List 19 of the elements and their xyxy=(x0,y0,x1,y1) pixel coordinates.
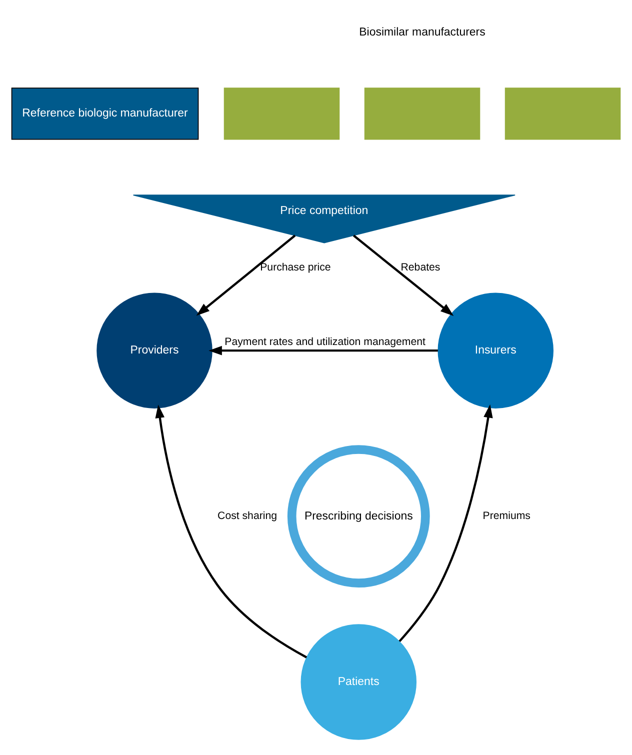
node-box xyxy=(364,87,480,140)
node-circle: Prescribing decisions xyxy=(287,444,430,587)
node-circle: Providers xyxy=(96,292,212,408)
label: Biosimilar manufacturers xyxy=(359,26,486,38)
edge-label: Premiums xyxy=(482,510,530,522)
node-box xyxy=(224,87,340,140)
node-circle: Insurers xyxy=(438,292,554,408)
edge-label: Rebates xyxy=(400,261,440,274)
edge-label: Payment rates and utilization management xyxy=(224,335,426,348)
node-box xyxy=(504,87,621,140)
edge-label: Cost sharing xyxy=(218,510,278,522)
arrow xyxy=(398,404,493,642)
arrow xyxy=(155,404,308,658)
arrow xyxy=(208,345,438,355)
arrow xyxy=(196,234,296,316)
node-circle: Patients xyxy=(300,624,417,740)
arrow xyxy=(352,234,454,316)
edge-label: Purchase price xyxy=(260,261,331,274)
node-box: Reference biologic manufacturer xyxy=(11,87,199,140)
